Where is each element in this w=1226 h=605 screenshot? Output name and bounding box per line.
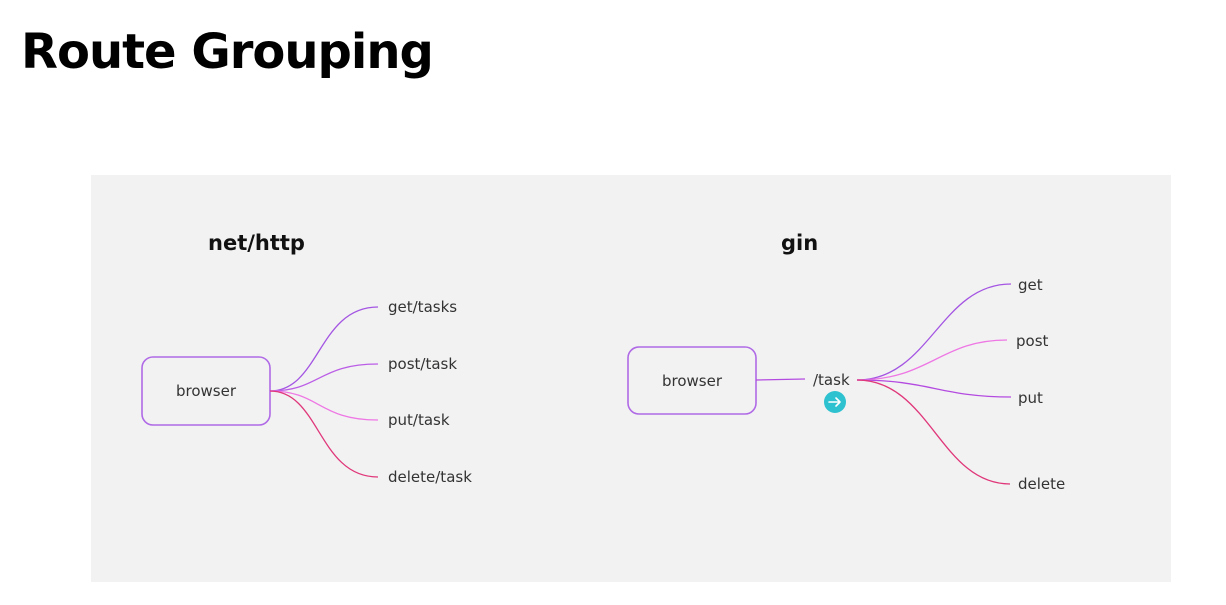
nethttp-route-delete: delete/task	[388, 468, 472, 486]
nethttp-branch-delete	[269, 390, 379, 478]
nethttp-route-get: get/tasks	[388, 298, 457, 316]
nethttp-diagram: net/http browser get/tasks post/task put…	[141, 231, 472, 486]
gin-branch-put	[856, 379, 1012, 398]
diagram-panel	[91, 175, 1171, 582]
nethttp-branch-get	[269, 306, 379, 392]
gin-route-delete: delete	[1018, 475, 1065, 493]
gin-route-post: post	[1016, 332, 1049, 350]
gin-route-get: get	[1018, 276, 1043, 294]
gin-browser-label: browser	[662, 372, 723, 390]
gin-diagram: gin browser /task get post put delete	[627, 231, 1065, 493]
nethttp-heading: net/http	[208, 231, 305, 255]
gin-branch-post	[856, 339, 1008, 381]
nethttp-route-put: put/task	[388, 411, 450, 429]
gin-branch-group	[755, 378, 806, 381]
nethttp-browser-label: browser	[176, 382, 237, 400]
gin-browser-node	[627, 346, 757, 415]
gin-heading: gin	[781, 231, 818, 255]
nethttp-branch-post	[269, 363, 379, 392]
arrow-right-circle-icon	[824, 391, 846, 413]
gin-branch-get	[856, 283, 1012, 381]
gin-route-put: put	[1018, 389, 1043, 407]
nethttp-branch-put	[269, 390, 379, 421]
gin-branch-delete	[856, 379, 1011, 485]
gin-group-label: /task	[813, 371, 850, 389]
page-title: Route Grouping	[21, 24, 434, 80]
nethttp-route-post: post/task	[388, 355, 457, 373]
